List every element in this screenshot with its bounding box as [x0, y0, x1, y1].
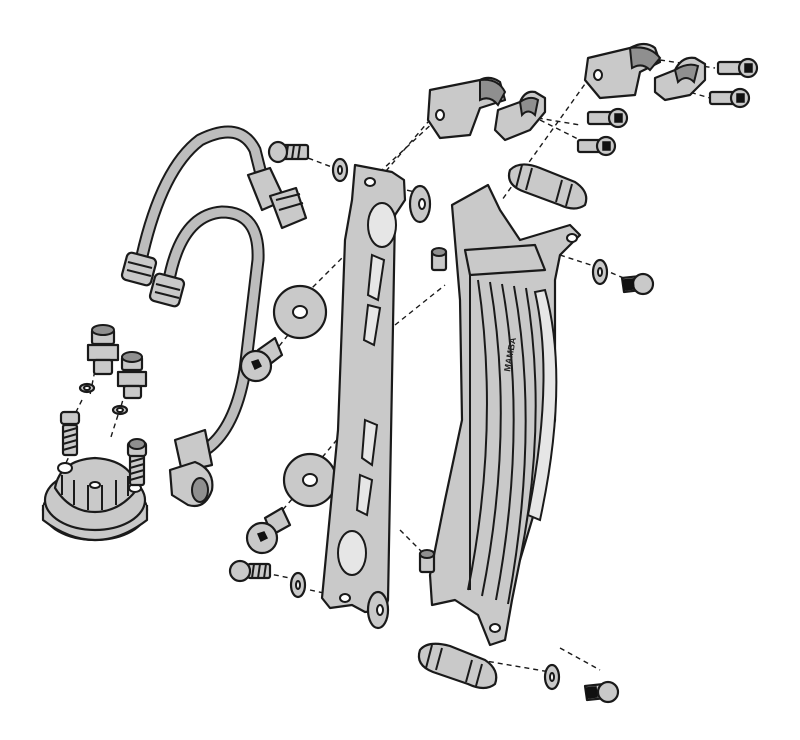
spacer-bottom: [366, 590, 390, 630]
button-bolt-right-mid: [620, 272, 655, 296]
rubber-damper-bottom: [417, 642, 498, 690]
oil-cooler-radiator: MAMBA: [428, 183, 582, 647]
washer-top-left: [331, 157, 349, 183]
washer-bottom-left: [289, 571, 307, 599]
large-washer-lower: [282, 452, 338, 508]
bolt-top-left: [267, 140, 310, 164]
adapter-bolt-left: [59, 410, 81, 457]
clamp-left-lower: [493, 90, 547, 142]
clamp-right-lower: [653, 56, 707, 102]
radiator-stud-top: [430, 247, 448, 272]
bolt-bottom-left: [228, 559, 272, 583]
button-bolt-lower: [245, 506, 292, 555]
socket-bolt-1: [716, 57, 759, 79]
button-bolt-upper: [239, 336, 284, 383]
large-washer-upper: [272, 284, 328, 340]
socket-bolt-4: [576, 135, 617, 157]
clamp-right-upper: [583, 42, 662, 100]
adapter-bolt-right: [126, 438, 148, 487]
washer-right-bottom: [543, 663, 561, 691]
clamp-left-upper: [426, 76, 507, 140]
button-bolt-right-bottom: [583, 680, 620, 704]
rubber-damper-top: [507, 163, 588, 210]
oil-hose-lower: [148, 205, 265, 508]
mounting-bracket-plate: [320, 163, 407, 614]
radiator-stud-bottom: [418, 549, 436, 574]
adapter-washers: [78, 382, 129, 416]
socket-bolt-3: [586, 107, 629, 129]
oil-hose-upper: [120, 125, 308, 287]
adapter-fitting-right: [116, 351, 148, 400]
adapter-fitting-left: [86, 324, 120, 376]
washer-right-mid: [591, 258, 609, 286]
spacer-top: [408, 184, 432, 224]
oil-filter-adapter: [41, 456, 149, 542]
socket-bolt-2: [708, 87, 751, 109]
